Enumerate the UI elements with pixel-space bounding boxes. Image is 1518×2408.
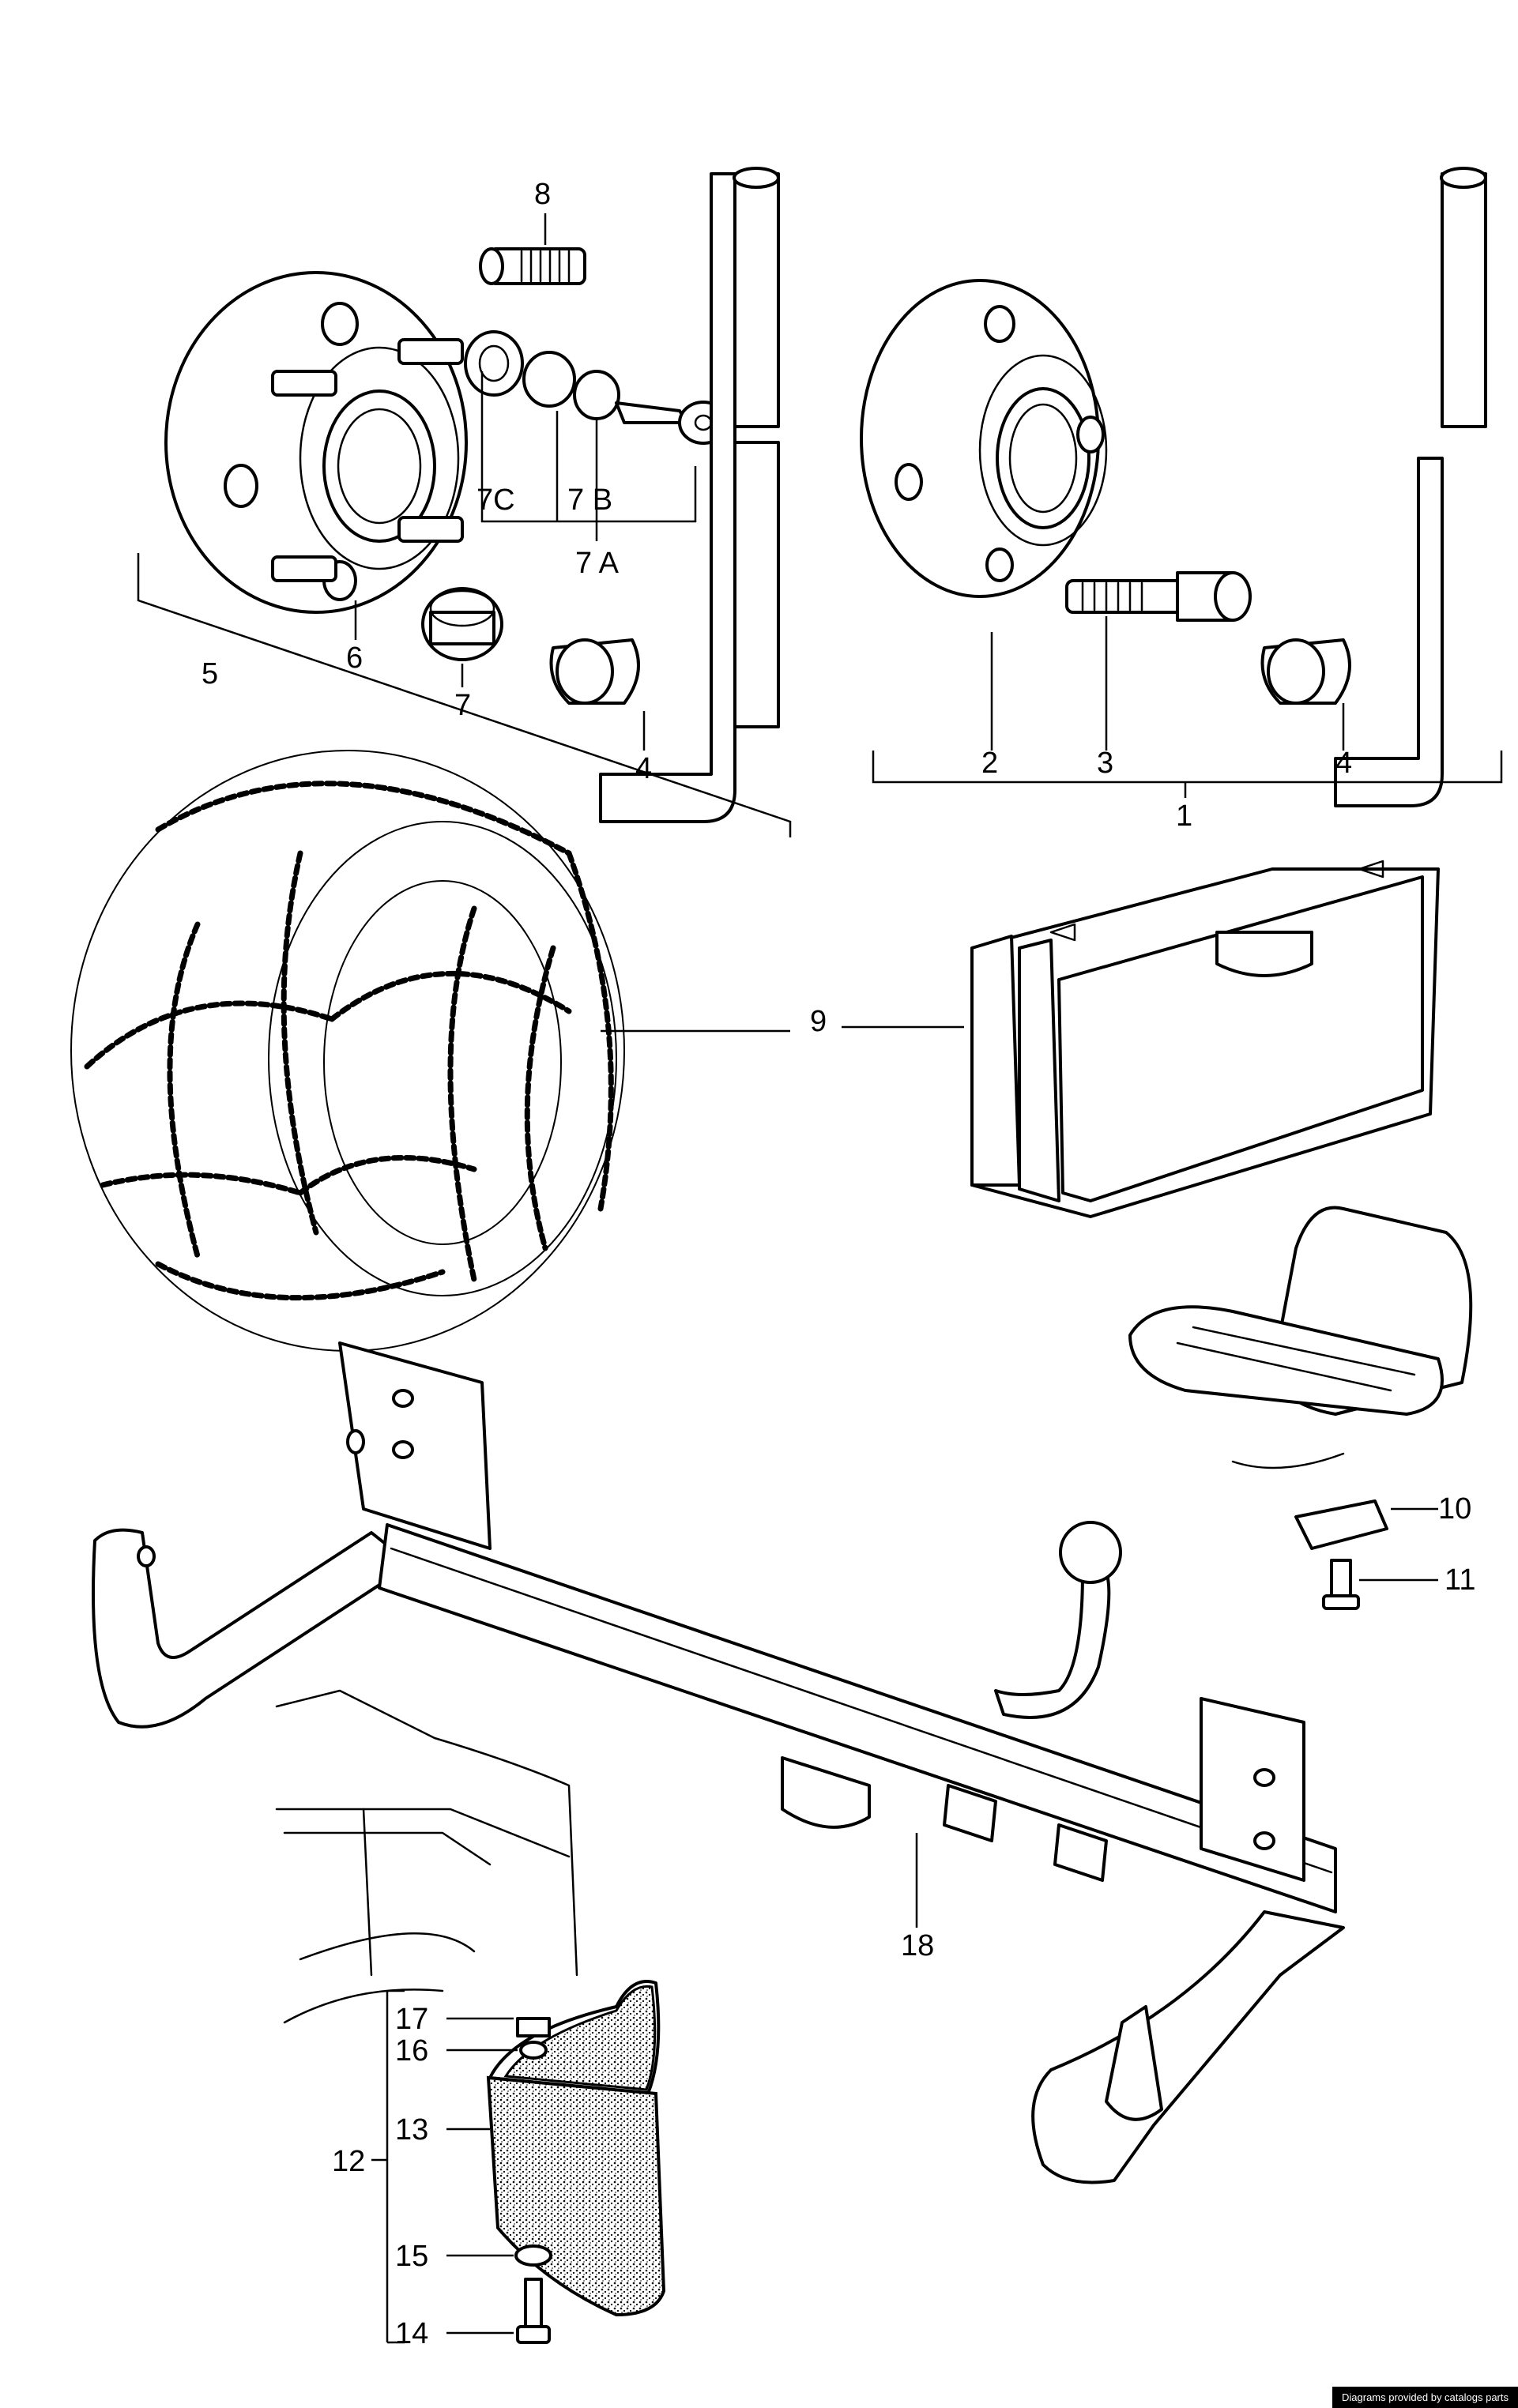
wheel-spacer-kit-right: [860, 167, 1503, 807]
wheel-spacer-kit-left: [137, 167, 792, 837]
callout-6: 6: [346, 642, 363, 675]
callout-1: 1: [1176, 800, 1192, 833]
seat-switch-assembly: [1128, 1206, 1473, 1610]
callout-11: 11: [1445, 1563, 1475, 1597]
bracket-5: [137, 553, 792, 837]
studs: [271, 338, 464, 582]
credit-badge: Diagrams provided by catalogs parts: [1332, 2387, 1518, 2408]
callout-12: 12: [332, 2145, 365, 2178]
callout-7: 7: [454, 689, 471, 722]
callout-8: 8: [534, 178, 551, 211]
stud-8: [479, 247, 586, 285]
lock-insert-7b: [522, 351, 620, 420]
callout-7c: 7C: [476, 483, 515, 517]
callout-5: 5: [202, 657, 218, 690]
mud-flap-kit-12: [371, 1980, 666, 2344]
leaders-right: [990, 616, 1345, 751]
callout-4-right: 4: [1335, 747, 1352, 780]
callout-15: 15: [395, 2240, 428, 2273]
tow-bar-18: [92, 1341, 1345, 2184]
callout-18: 18: [901, 1929, 934, 1962]
callout-labels: 8 7C 7 B 7 A 5 6 7 4 2 3 4 1 9 10 11 18 …: [202, 178, 1475, 2350]
callout-3: 3: [1097, 747, 1113, 780]
callout-10: 10: [1438, 1492, 1471, 1526]
callout-7a: 7 A: [575, 547, 620, 580]
callout-7b: 7 B: [567, 483, 612, 517]
car-outline: [275, 1689, 578, 2024]
lock-nut-7c: [464, 330, 524, 397]
callout-9: 9: [810, 1005, 827, 1038]
spacer-disc-2: [860, 279, 1108, 598]
callout-17: 17: [395, 2003, 428, 2036]
snow-chain-9: [70, 750, 625, 1352]
wheel-nut-7: [421, 587, 503, 661]
spacer-disc-6: [164, 271, 468, 614]
wrench-4-left: [549, 167, 780, 823]
callout-2: 2: [981, 747, 998, 780]
callout-16: 16: [395, 2034, 428, 2067]
wrench-4-right: [1260, 167, 1487, 807]
storage-case: [970, 860, 1440, 1218]
bracket-1: [872, 751, 1503, 798]
bolt-3: [1065, 571, 1252, 622]
leaders-left: [354, 213, 646, 751]
callout-9-leaders: [601, 1025, 964, 1033]
bracket-7a: [480, 371, 697, 541]
callout-14: 14: [395, 2317, 428, 2350]
callout-13: 13: [395, 2113, 428, 2147]
callout-4-left: 4: [635, 752, 652, 785]
